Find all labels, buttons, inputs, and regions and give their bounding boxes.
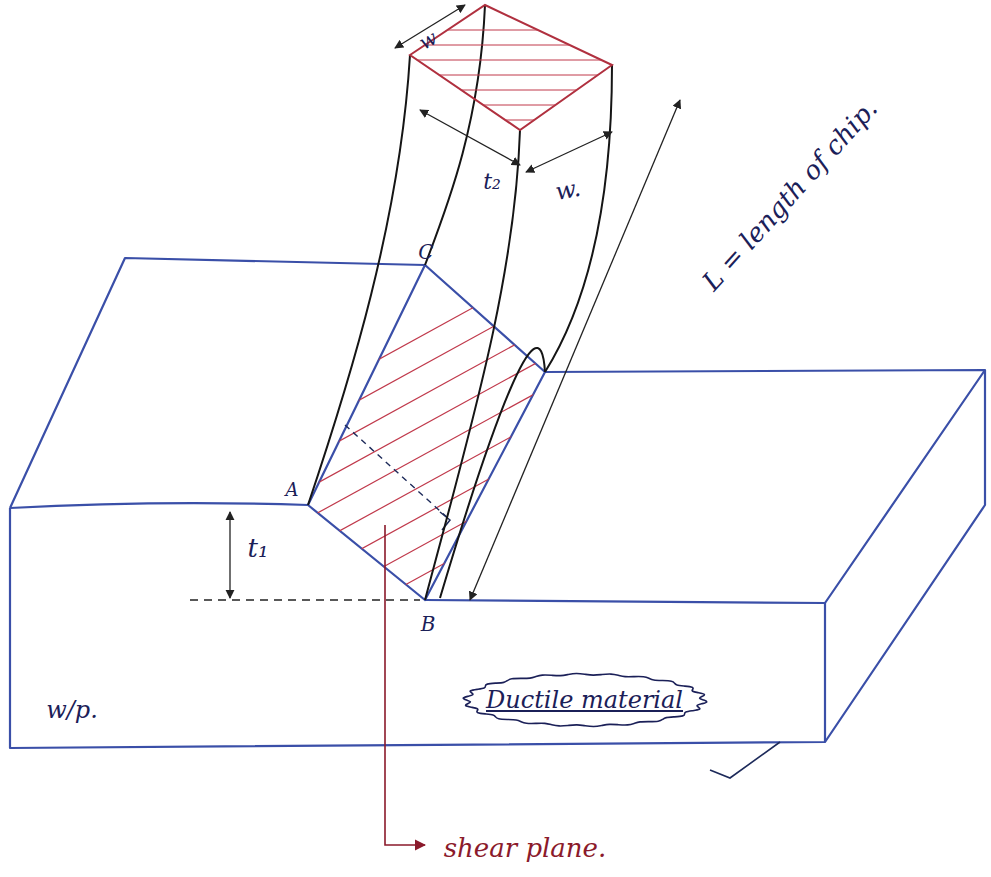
tick-mark	[710, 742, 780, 778]
label-text: A	[286, 480, 299, 500]
label-text: t₂	[483, 170, 501, 194]
label-text: w.	[553, 175, 583, 205]
label-text: L = length of chip.	[697, 94, 883, 296]
leader-line	[385, 525, 425, 845]
chip	[308, 5, 612, 600]
cloud-path	[463, 674, 706, 727]
shear-plane-hatch	[250, 260, 560, 760]
label-text: shear plane.	[444, 834, 607, 863]
workpiece	[10, 258, 985, 748]
label-text: B	[421, 613, 436, 635]
label-text: C	[418, 241, 433, 263]
dashed-normal	[345, 425, 450, 520]
label-text: w/p.	[46, 697, 98, 723]
material-cloud: Ductile material	[462, 670, 708, 730]
label-text: t₁	[248, 534, 269, 563]
material-note: Ductile material	[486, 686, 684, 714]
dimension-lines	[190, 5, 680, 600]
